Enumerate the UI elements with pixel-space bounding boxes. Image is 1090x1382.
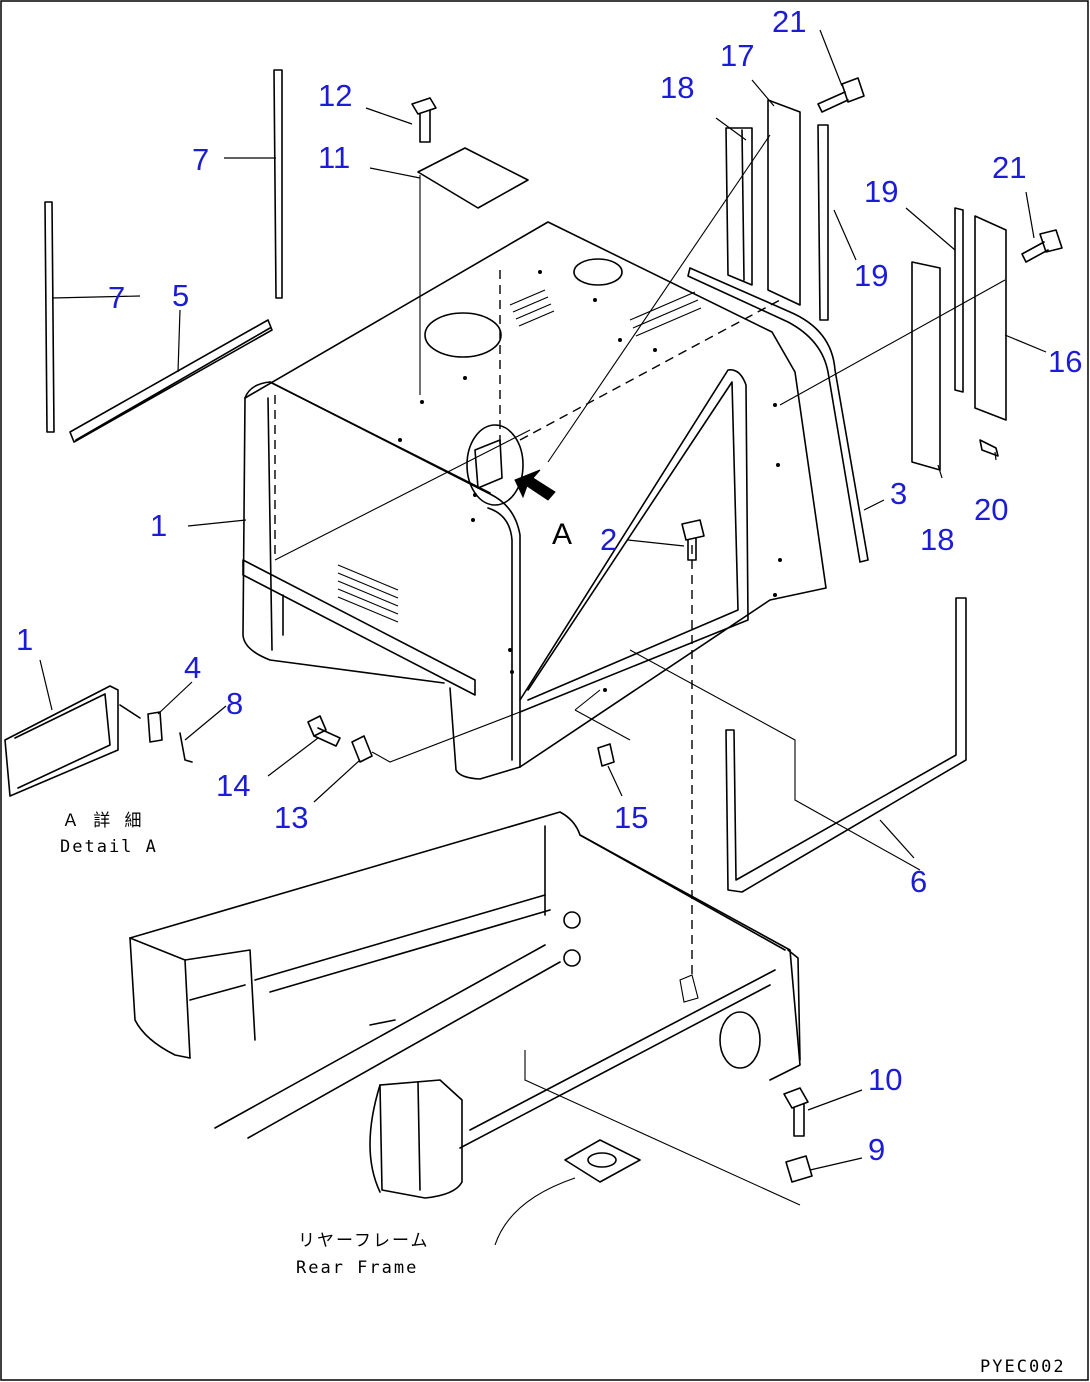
part-20-clip — [979, 439, 999, 457]
part-19-strip-top — [817, 124, 829, 321]
callout-8: 8 — [226, 686, 243, 721]
callout-2: 2 — [600, 522, 617, 557]
callout-16: 16 — [1048, 344, 1082, 379]
assembly-lines — [274, 134, 1006, 975]
part-15-clip — [597, 743, 615, 767]
view-marker-a: A — [552, 518, 572, 551]
callout-9: 9 — [868, 1132, 885, 1167]
callout-19-right: 19 — [864, 174, 898, 209]
frame-label-jp: リヤーフレーム — [298, 1231, 429, 1251]
detail-a-view — [4, 685, 193, 797]
part-5-rail — [69, 319, 273, 443]
callout-3: 3 — [890, 476, 907, 511]
part-14-bolt — [307, 715, 341, 747]
part-19-strip-right — [954, 207, 964, 393]
part-13-nut — [351, 735, 373, 763]
callout-18-right: 18 — [920, 522, 954, 557]
callout-10: 10 — [868, 1062, 902, 1097]
callout-15: 15 — [614, 800, 648, 835]
leader-lines — [39, 29, 1047, 1171]
drawing-code: PYEC002 — [980, 1357, 1066, 1377]
callout-14: 14 — [216, 768, 250, 803]
part-3-seal — [687, 267, 869, 563]
callout-17: 17 — [720, 38, 754, 73]
rear-frame — [129, 811, 801, 1246]
part-18-seal-right — [911, 261, 941, 471]
callout-11: 11 — [318, 140, 350, 175]
part-7-strip-left — [44, 201, 55, 433]
part-16-panel — [974, 215, 1007, 421]
callout-1-detail: 1 — [16, 622, 33, 657]
part-21-bolt-right — [1021, 229, 1063, 263]
callout-21-top: 21 — [772, 4, 806, 39]
callout-12: 12 — [318, 78, 352, 113]
callout-19-mid: 19 — [854, 258, 888, 293]
callout-5: 5 — [172, 278, 189, 313]
part-6-seal — [725, 597, 967, 893]
callout-13: 13 — [274, 800, 308, 835]
callout-7-lower: 7 — [108, 280, 125, 315]
callout-labels: 12 11 7 7 5 1 18 17 21 19 19 21 16 18 20… — [16, 4, 1082, 1167]
callout-6: 6 — [910, 864, 927, 899]
part-21-bolt-top — [817, 77, 865, 113]
part-11-plate — [417, 147, 529, 209]
detail-label-en: Detail A — [60, 837, 158, 857]
part-7-strip-right — [273, 69, 283, 299]
frame-label-en: Rear Frame — [296, 1258, 418, 1278]
callout-21-right: 21 — [992, 150, 1026, 185]
callout-4: 4 — [184, 650, 201, 685]
callout-7-upper: 7 — [192, 142, 209, 177]
part-17-panel — [767, 99, 801, 306]
engine-hood-cover — [242, 221, 827, 780]
part-2-bolt — [681, 519, 705, 561]
callout-1: 1 — [150, 508, 167, 543]
callout-18-top: 18 — [660, 70, 694, 105]
callout-20: 20 — [974, 492, 1008, 527]
part-18-seal-top — [725, 127, 753, 286]
part-12-bolt — [411, 97, 437, 143]
detail-label-jp: Ａ 詳 細 — [62, 811, 143, 831]
part-10-bolt — [783, 1087, 809, 1137]
part-9-washer — [785, 1155, 813, 1183]
